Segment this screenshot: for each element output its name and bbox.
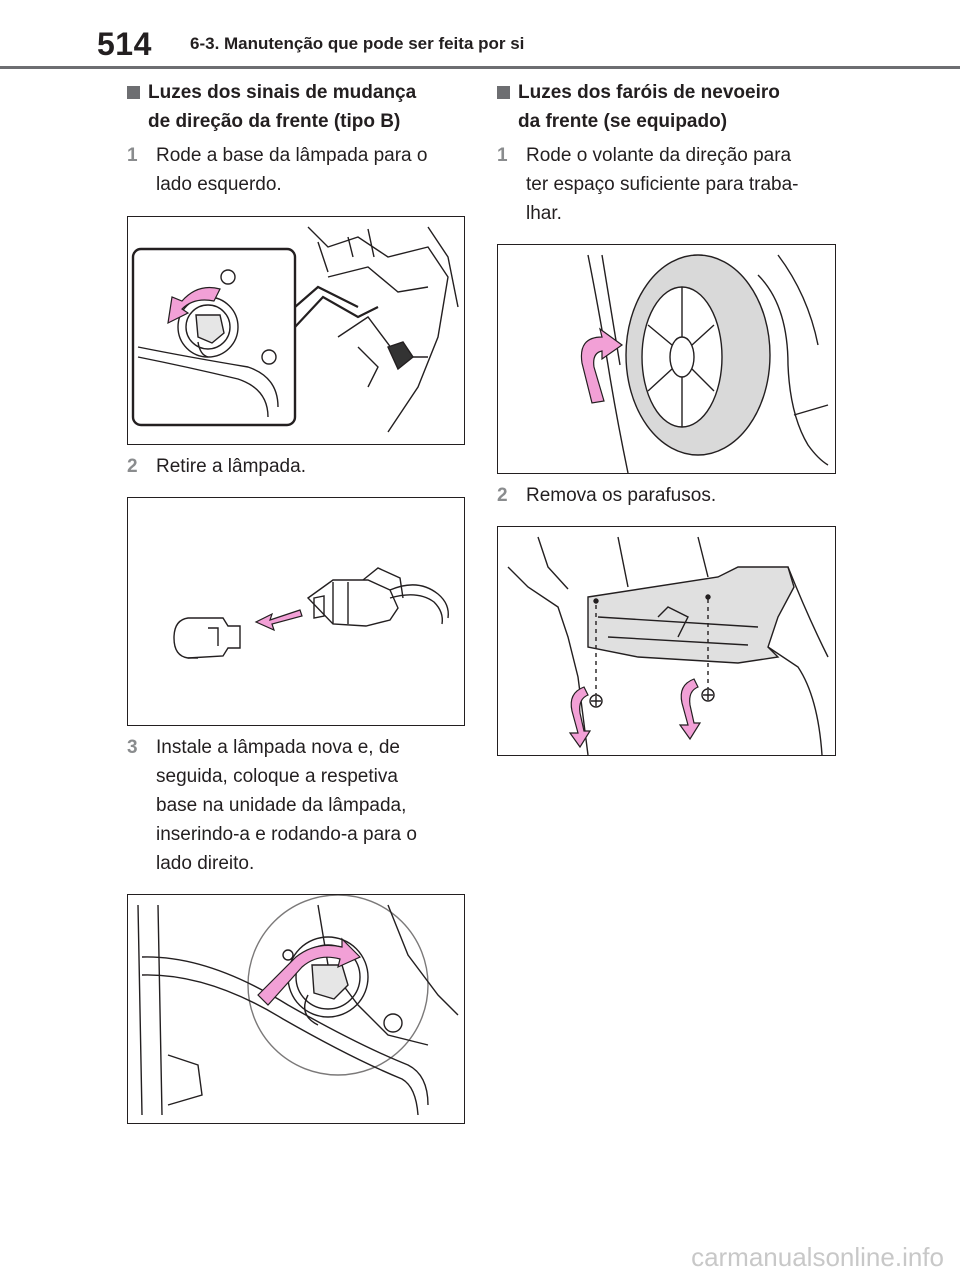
step-line: Retire a lâmpada. <box>156 456 306 477</box>
step-text: Rode o volante da direção para ter espaç… <box>526 141 799 228</box>
step-line: Rode a base da lâmpada para o <box>156 145 428 166</box>
step-line: lado esquerdo. <box>156 174 282 195</box>
page-header: 514 6-3. Manutenção que pode ser feita p… <box>0 0 960 70</box>
step-number: 3 <box>127 737 138 758</box>
step-line: Rode o volante da direção para <box>526 145 792 166</box>
section-title-fog-lights: Luzes dos faróis de nevoeiro da frente (… <box>518 78 780 136</box>
step-text: Remova os parafusos. <box>526 481 716 510</box>
step-line: Remova os parafusos. <box>526 485 717 506</box>
section-title-turn-signals: Luzes dos sinais de mudança de direção d… <box>148 78 416 136</box>
step-line: base na unidade da lâmpada, <box>156 795 407 816</box>
step-line: Instale a lâmpada nova e, de <box>156 737 401 758</box>
section-bullet-square <box>497 86 510 99</box>
chapter-title: 6-3. Manutenção que pode ser feita por s… <box>190 34 525 53</box>
figure-install-bulb <box>127 894 465 1124</box>
header-rule <box>0 66 960 69</box>
figure-remove-screws <box>497 526 836 756</box>
step-number: 1 <box>497 145 508 166</box>
section-title-line: da frente (se equipado) <box>518 111 728 132</box>
section-title-line: de direção da frente (tipo B) <box>148 111 401 132</box>
step-number: 2 <box>497 485 508 506</box>
figure-remove-bulb <box>127 497 465 726</box>
section-title-line: Luzes dos faróis de nevoeiro <box>518 82 780 103</box>
step-line: inserindo-a e rodando-a para o <box>156 824 417 845</box>
section-title-line: Luzes dos sinais de mudança <box>148 82 417 103</box>
step-number: 2 <box>127 456 138 477</box>
footer-watermark: carmanualsonline.info <box>691 1242 944 1272</box>
step-text: Rode a base da lâmpada para o lado esque… <box>156 141 427 199</box>
step-number: 1 <box>127 145 138 166</box>
step-line: seguida, coloque a respetiva <box>156 766 398 787</box>
step-text: Retire a lâmpada. <box>156 452 306 481</box>
step-line: ter espaço suficiente para traba- <box>526 174 799 195</box>
figure-rotate-base-left <box>127 216 465 445</box>
step-line: lhar. <box>526 203 562 224</box>
section-bullet-square <box>127 86 140 99</box>
step-text: Instale a lâmpada nova e, de seguida, co… <box>156 733 417 878</box>
page-number: 514 <box>97 26 152 62</box>
step-line: lado direito. <box>156 853 255 874</box>
figure-turn-wheel <box>497 244 836 474</box>
